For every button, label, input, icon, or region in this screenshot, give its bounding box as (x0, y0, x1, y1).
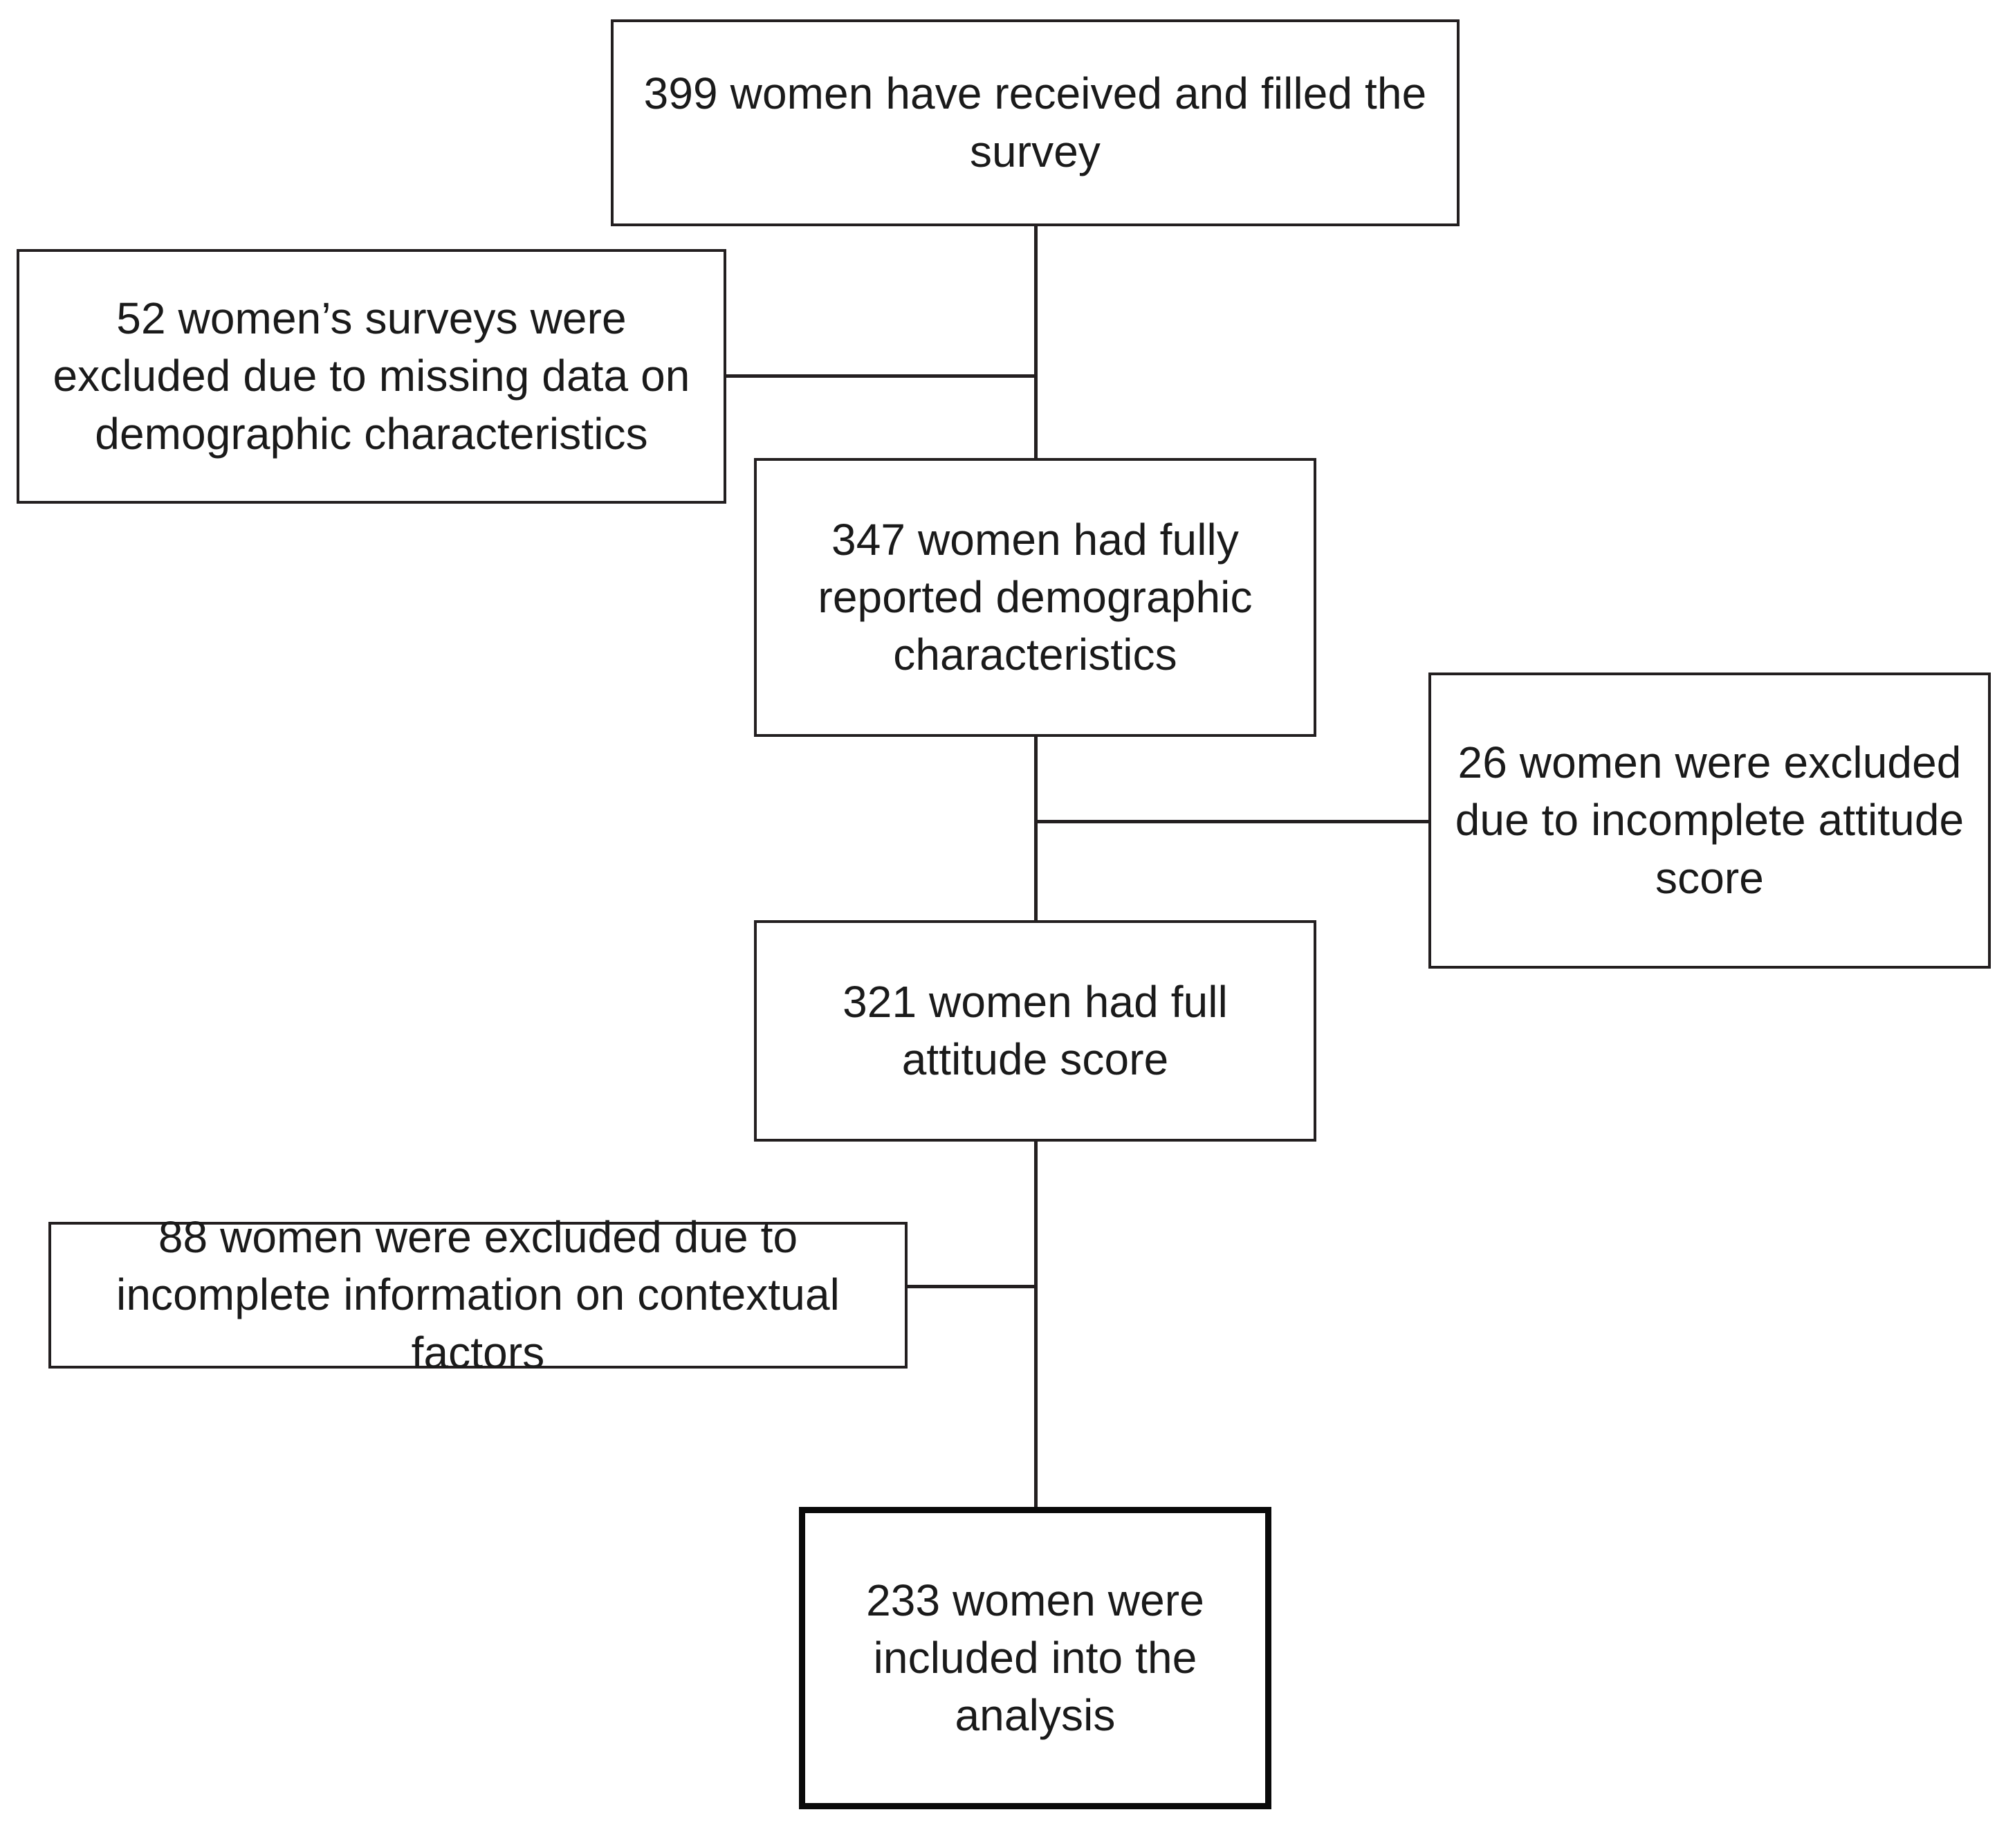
connector-to-excluded-demographics (726, 374, 1036, 378)
node-excluded-attitude: 26 women were excluded due to incomplete… (1428, 673, 1991, 969)
node-excluded-demographics-label: 52 women’s surveys were excluded due to … (53, 293, 690, 459)
node-full-attitude-score-label: 321 women had full attitude score (843, 976, 1228, 1084)
connector-received-to-demographics (1034, 226, 1038, 459)
node-excluded-attitude-label: 26 women were excluded due to incomplete… (1455, 738, 1965, 903)
node-full-demographics-label: 347 women had fully reported demographic… (818, 514, 1253, 680)
node-included-in-analysis: 233 women were included into the analysi… (799, 1507, 1271, 1809)
connector-to-excluded-contextual (906, 1285, 1036, 1288)
node-excluded-demographics: 52 women’s surveys were excluded due to … (17, 249, 726, 504)
node-excluded-contextual-label: 88 women were excluded due to incomplete… (116, 1212, 840, 1378)
node-full-attitude-score: 321 women had full attitude score (754, 920, 1316, 1142)
node-received-survey: 399 women have received and filled the s… (611, 19, 1460, 226)
connector-attitude-to-included (1034, 1142, 1038, 1508)
node-included-in-analysis-label: 233 women were included into the analysi… (866, 1575, 1204, 1741)
node-received-survey-label: 399 women have received and filled the s… (643, 68, 1427, 176)
node-full-demographics: 347 women had fully reported demographic… (754, 458, 1316, 737)
connector-demographics-to-attitude (1034, 737, 1038, 922)
connector-to-excluded-attitude (1035, 820, 1430, 823)
node-excluded-contextual: 88 women were excluded due to incomplete… (48, 1212, 908, 1378)
